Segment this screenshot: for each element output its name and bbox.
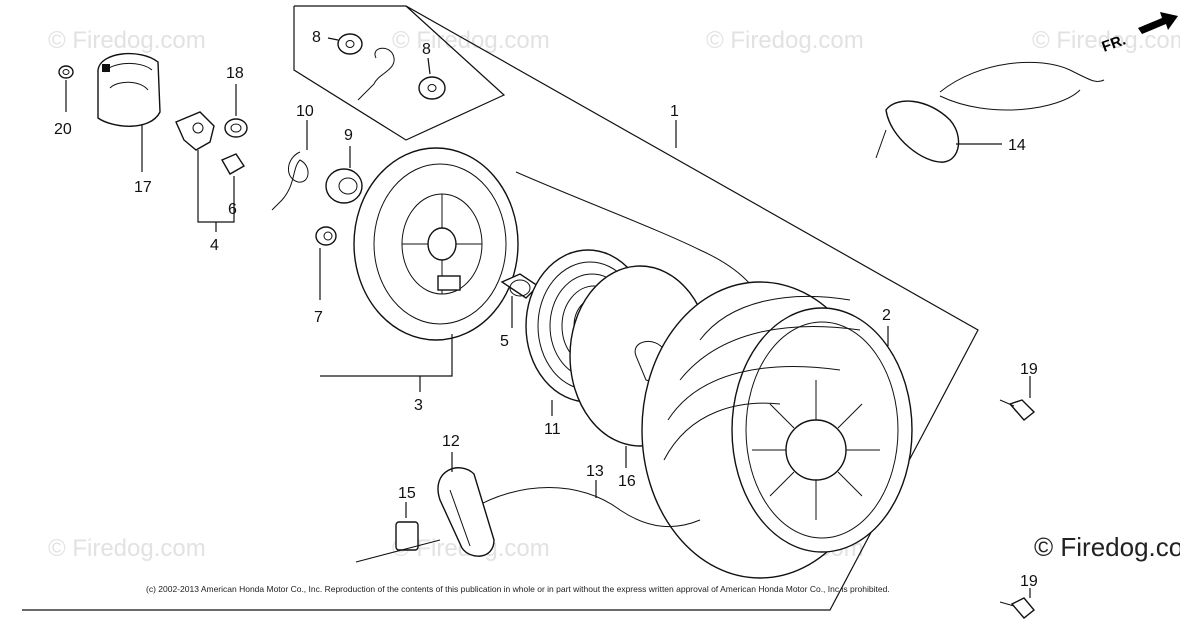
watermark-text: © Firedog.com (1032, 27, 1180, 54)
callout-5: 5 (500, 333, 509, 350)
watermark-text: © Firedog.com (392, 27, 550, 54)
part-10-spring (271, 151, 309, 211)
callout-8-lower: 8 (422, 41, 431, 58)
callout-17: 17 (134, 179, 152, 196)
callout-15: 15 (398, 485, 416, 502)
part-8-washer-lower (418, 76, 446, 100)
part-20-nut (58, 65, 74, 79)
copyright-notice: (c) 2002-2013 American Honda Motor Co., … (146, 584, 890, 594)
callout-12: 12 (442, 433, 460, 450)
part-12-grip (437, 467, 495, 557)
callout-2: 2 (882, 307, 891, 324)
part-4-ratchet-assembly (175, 111, 215, 151)
part-15-bracket (355, 521, 441, 563)
part-17-cover (97, 52, 161, 127)
watermark-text: © Firedog.com (48, 535, 206, 562)
watermark-text: © Firedog.com (48, 27, 206, 54)
callout-4: 4 (210, 237, 219, 254)
callout-1: 1 (670, 103, 679, 120)
callout-6: 6 (228, 201, 237, 218)
callout-labels: 1 2 3 4 5 6 7 8 8 9 10 11 12 13 14 15 16… (54, 29, 1038, 590)
part-19-bolt-lower (999, 597, 1035, 619)
part-8-washer-upper (337, 33, 363, 55)
callout-16: 16 (618, 473, 636, 490)
part-19-bolt-upper (999, 399, 1036, 421)
part-9-roller (325, 168, 363, 204)
callout-14: 14 (1008, 137, 1026, 154)
part-7-collar (315, 226, 337, 246)
part-14-cable (875, 61, 1105, 163)
callout-13: 13 (586, 463, 604, 480)
callout-10: 10 (296, 103, 314, 120)
callout-3: 3 (414, 397, 423, 414)
watermark-group: © Firedog.com © Firedog.com © Firedog.co… (48, 27, 1180, 562)
sub-assembly-outline (293, 5, 506, 141)
watermark-corner-text: © Firedog.co (1034, 532, 1180, 562)
part-13-rope (469, 487, 701, 528)
callout-19-upper: 19 (1020, 361, 1038, 378)
watermark-text: © Firedog.com (706, 27, 864, 54)
front-arrow-icon (1138, 12, 1178, 34)
assembly-outline (22, 5, 979, 611)
callout-20: 20 (54, 121, 72, 138)
part-6-collar (221, 153, 245, 175)
part-2-case (641, 281, 913, 579)
callout-11: 11 (544, 421, 561, 438)
callout-9: 9 (344, 127, 353, 144)
part-3-reel (353, 147, 519, 341)
callout-8-upper: 8 (312, 29, 321, 46)
callout-19-lower: 19 (1020, 573, 1038, 590)
callout-7: 7 (314, 309, 323, 326)
part-18-washer (224, 118, 248, 138)
friction-spring-clip (357, 47, 395, 101)
callout-18: 18 (226, 65, 244, 82)
